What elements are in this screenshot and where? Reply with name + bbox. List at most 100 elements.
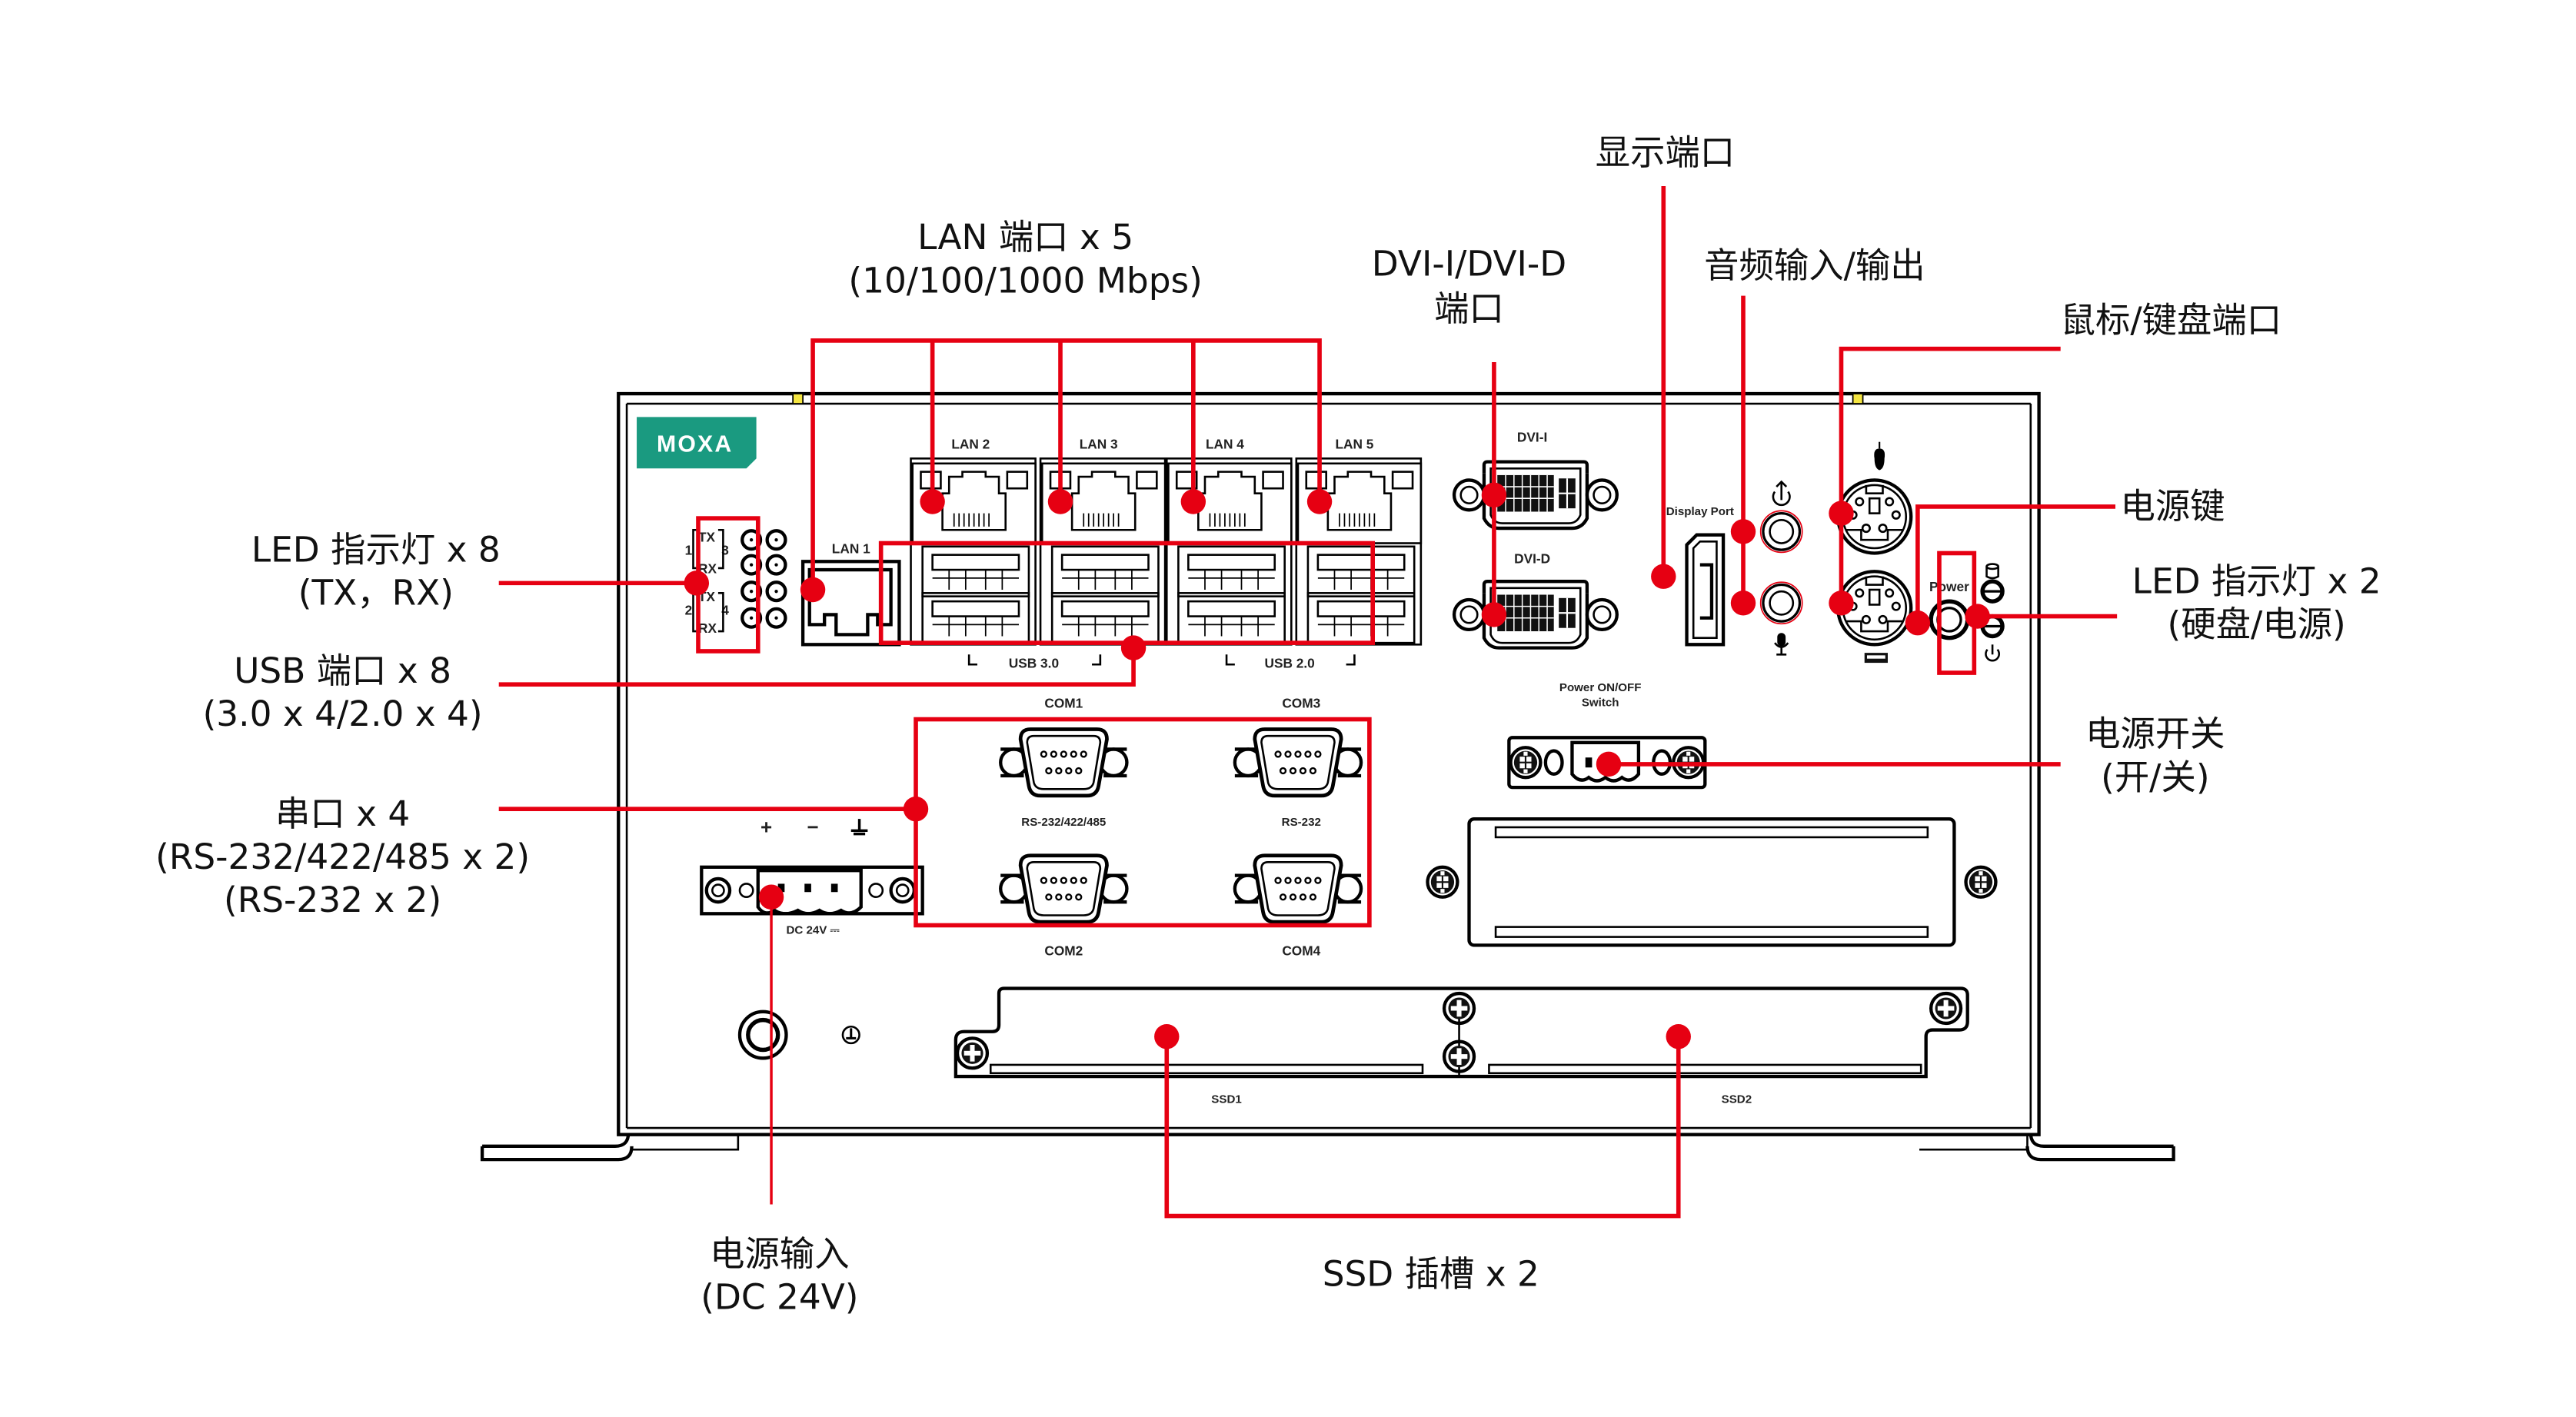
dvi-d-port[interactable]: DVI-D — [1454, 551, 1617, 647]
lan-usb-stack-3: LAN 4 — [1165, 436, 1293, 646]
logo-text: MOXA — [657, 432, 733, 457]
audio-in-jack[interactable] — [1759, 581, 1803, 625]
audio-out-jack[interactable] — [1759, 510, 1803, 554]
callout-serial: 串口 x 4 (RS-232/422/485 x 2) (RS-232 x 2) — [155, 793, 530, 920]
lan-4-label: LAN 4 — [1206, 436, 1244, 451]
screw-icon — [957, 1038, 987, 1068]
display-port[interactable]: Display Port — [1666, 505, 1734, 647]
com2-label: COM2 — [1044, 943, 1083, 958]
ssd2-label: SSD2 — [1722, 1093, 1752, 1106]
keyboard-icon — [1864, 653, 1888, 664]
usb2-port-2[interactable] — [1177, 592, 1286, 644]
lan-port-1[interactable]: LAN 1 — [800, 541, 901, 647]
dc-minus-label: − — [807, 817, 818, 839]
led-column-b — [765, 529, 787, 629]
usb2-port-4[interactable] — [1306, 592, 1416, 644]
com3-type-label: RS-232 — [1282, 816, 1321, 829]
dvi-d-label: DVI-D — [1514, 551, 1550, 566]
hdd-led — [1980, 579, 2005, 604]
callout-audio: 音频输入/输出 — [1704, 245, 1925, 286]
power-button[interactable]: Power — [1929, 579, 1970, 640]
com1-port[interactable] — [1000, 730, 1127, 796]
ground-icon — [850, 819, 868, 836]
com1-type-label: RS-232/422/485 — [1021, 816, 1106, 829]
callout-serial-leds: LED 指示灯 x 8 (TX，RX) — [251, 529, 501, 613]
screw-icon — [1931, 993, 1961, 1023]
callout-power-input-line2: (DC 24V) — [701, 1277, 858, 1318]
screw-icon — [1427, 867, 1457, 897]
ssd1-label: SSD1 — [1211, 1093, 1241, 1106]
expansion-slot — [1427, 817, 1996, 947]
usb2-port-1[interactable] — [1177, 545, 1286, 597]
com4-port[interactable] — [1235, 856, 1361, 922]
callout-serial-leds-line2: (TX，RX) — [298, 572, 454, 613]
leader-lines — [498, 185, 2118, 1219]
callout-power-switch-line2: (开/关) — [2101, 757, 2209, 797]
usb2-group-label: USB 2.0 — [1265, 656, 1315, 671]
com2-port[interactable] — [1000, 856, 1127, 922]
power-button-label: Power — [1929, 579, 1969, 594]
hdd-icon — [1985, 563, 1999, 580]
led-label-1: 1 — [685, 543, 693, 558]
mouse-icon — [1874, 441, 1885, 471]
callout-power-input-line1: 电源输入 — [710, 1233, 849, 1274]
screw-icon — [1444, 993, 1474, 1023]
usb3-port-1[interactable] — [921, 545, 1030, 597]
serial-led-indicators: 1 TX RX 3 2 TX RX 4 — [685, 528, 787, 636]
ground-icon — [841, 1025, 860, 1045]
screw-icon — [1444, 1042, 1474, 1072]
lan-1-label: LAN 1 — [832, 541, 870, 556]
screw-icon — [1966, 867, 1996, 897]
lan-2-label: LAN 2 — [951, 436, 990, 451]
usb-group-labels: USB 3.0 USB 2.0 — [967, 654, 1356, 671]
ps2-ports — [1838, 441, 1911, 664]
dc-plus-label: + — [760, 817, 772, 839]
callout-power-button: 电源键 — [2120, 486, 2225, 527]
callout-status-leds-line2: (硬盘/电源) — [2168, 604, 2346, 645]
callout-power-button-line1: 电源键 — [2120, 486, 2225, 527]
power-icon — [1985, 644, 2001, 662]
led-label-rx2: RX — [698, 620, 717, 636]
callout-ssd-line1: SSD 插槽 x 2 — [1323, 1253, 1539, 1294]
screw-icon — [1511, 747, 1541, 777]
callout-usb: USB 端口 x 8 (3.0 x 4/2.0 x 4) — [203, 650, 483, 734]
ssd-slot-1[interactable]: SSD1 — [1211, 1093, 1241, 1106]
power-switch-label-2: Switch — [1582, 696, 1619, 709]
led-label-4: 4 — [721, 602, 729, 617]
logo-background — [637, 417, 757, 469]
microphone-icon — [1774, 633, 1789, 656]
led-label-3: 3 — [721, 543, 729, 558]
moxa-logo: MOXA — [637, 417, 757, 469]
com3-label: COM3 — [1282, 695, 1320, 710]
audio-ports — [1759, 480, 1803, 656]
led-label-tx1: TX — [698, 529, 716, 544]
callout-serial-line2: (RS-232/422/485 x 2) — [155, 837, 530, 877]
grounding-stud — [737, 1010, 788, 1060]
callout-usb-line2: (3.0 x 4/2.0 x 4) — [203, 694, 483, 734]
usb2-port-3[interactable] — [1306, 545, 1416, 597]
com3-port[interactable] — [1235, 730, 1361, 796]
dvi-i-port[interactable]: DVI-I — [1454, 430, 1617, 528]
line-out-icon — [1772, 480, 1791, 507]
callout-usb-line1: USB 端口 x 8 — [234, 650, 451, 691]
lan-3-label: LAN 3 — [1080, 436, 1118, 451]
callout-serial-line1: 串口 x 4 — [275, 793, 410, 834]
callout-lan: LAN 端口 x 5 (10/100/1000 Mbps) — [848, 217, 1202, 301]
usb3-port-4[interactable] — [1050, 592, 1160, 644]
power-switch-label-1: Power ON/OFF — [1559, 681, 1642, 694]
ssd-slot-2[interactable]: SSD2 — [1722, 1093, 1752, 1106]
dvi-i-label: DVI-I — [1517, 430, 1547, 445]
callout-lan-line2: (10/100/1000 Mbps) — [848, 260, 1202, 301]
callout-power-switch-line1: 电源开关 — [2085, 713, 2225, 754]
led-label-rx1: RX — [698, 560, 717, 576]
led-column-a — [741, 529, 763, 629]
callout-status-leds-line1: LED 指示灯 x 2 — [2132, 560, 2381, 601]
dc-power-input[interactable]: + − DC 24V ⎓ — [700, 817, 924, 937]
usb3-port-3[interactable] — [1050, 545, 1160, 597]
lan-usb-stack-4: LAN 5 — [1295, 436, 1423, 646]
callout-dvi: DVI-I/DVI-D 端口 — [1372, 244, 1566, 329]
callout-ps2-line1: 鼠标/键盘端口 — [2061, 300, 2281, 341]
led-label-2: 2 — [685, 602, 693, 617]
usb3-port-2[interactable] — [921, 592, 1030, 644]
